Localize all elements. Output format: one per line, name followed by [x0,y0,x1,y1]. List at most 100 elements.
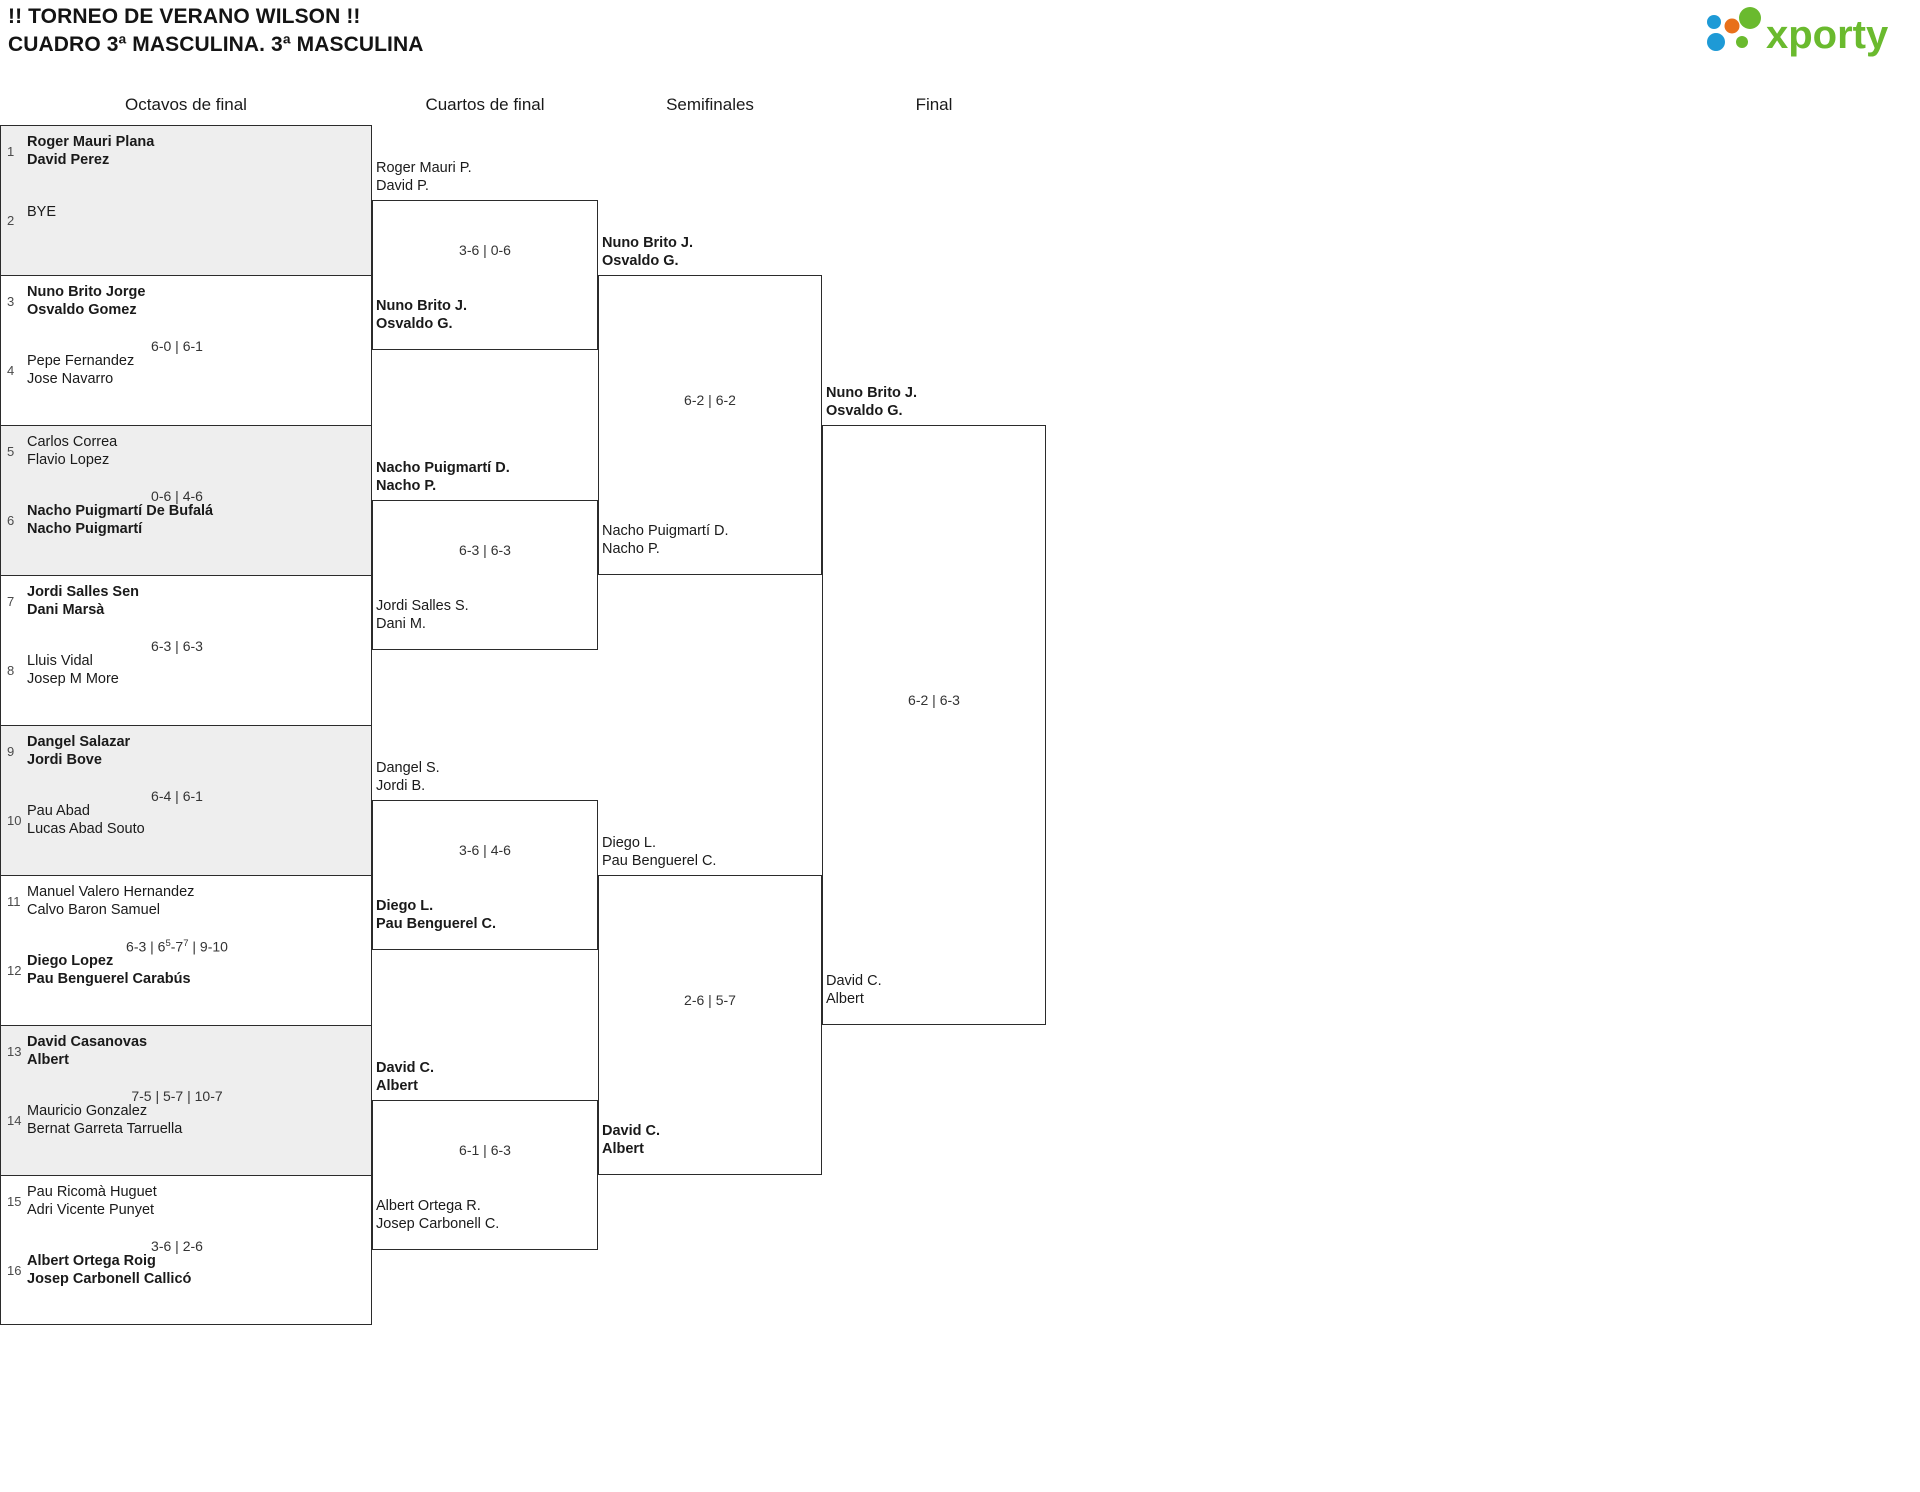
page-header: !! TORNEO DE VERANO WILSON !! CUADRO 3ª … [0,0,1920,80]
logo-dots [1707,7,1761,51]
team-line-1: Jordi Salles S. [376,598,469,614]
match-score: 6-4 | 6-1 [151,788,203,804]
qf-team-top[interactable]: Roger Mauri P.David P. [376,160,472,195]
team-line-2: Bernat Garreta Tarruella [27,1120,183,1137]
team-line-1: Nacho Puigmartí D. [602,523,729,539]
team-line-2: Josep M More [27,670,119,687]
team-line-1: Diego Lopez [27,953,114,969]
team-line-1: Mauricio Gonzalez [27,1103,148,1119]
team-line-2: Pau Benguerel C. [602,852,717,869]
team-line-1: Pepe Fernandez [27,353,135,369]
match-score: 6-3 | 6-3 [151,638,203,654]
title-line-1: !! TORNEO DE VERANO WILSON !! [8,5,361,28]
seed-number: 4 [7,363,15,378]
team-line-2: Nacho Puigmartí [27,520,143,537]
team-line-2: Pau Benguerel C. [376,915,497,932]
seed-number: 7 [7,594,15,609]
team-line-2: Jordi B. [376,777,426,794]
seed-number: 3 [7,294,15,309]
team-line-1: Nacho Puigmartí De Bufalá [27,503,214,519]
team-line-2: Dani Marsà [27,601,105,618]
team-line-1: Jordi Salles Sen [27,584,140,600]
team-line-1: Diego L. [376,898,434,914]
match-score: 6-3 | 6-3 [459,542,511,558]
xporty-logo[interactable]: xporty [1700,6,1908,58]
match-score: 7-5 | 5-7 | 10-7 [131,1088,223,1104]
seed-number: 14 [7,1113,22,1128]
team-line-2: Osvaldo G. [826,402,903,419]
qf-team-bottom[interactable]: Diego L.Pau Benguerel C. [376,898,496,933]
qf-team-top[interactable]: Dangel S.Jordi B. [376,760,440,795]
team-line-2: Pau Benguerel Carabús [27,970,191,987]
seed-number: 13 [7,1044,22,1059]
team-line-1: Lluis Vidal [27,653,93,669]
qf-team-top[interactable]: Nacho Puigmartí D.Nacho P. [376,460,510,495]
team-line-2: Osvaldo G. [602,252,679,269]
team-line-2: Albert [376,1077,418,1094]
team-line-1: Dangel S. [376,760,440,776]
team-line-2: Adri Vicente Punyet [27,1201,155,1218]
team-line-1: Roger Mauri P. [376,160,472,176]
sf-team-top[interactable]: Nuno Brito J.Osvaldo G. [602,235,693,270]
qf-team-bottom[interactable]: Albert Ortega R.Josep Carbonell C. [376,1198,499,1233]
team-line-2: Nacho P. [602,540,660,557]
seed-number: 9 [7,744,15,759]
team-line-1: David C. [826,973,882,989]
team-line-1: Nacho Puigmartí D. [376,460,510,476]
qf-team-bottom[interactable]: Nuno Brito J.Osvaldo G. [376,298,467,333]
sf-team-bottom[interactable]: Nacho Puigmartí D.Nacho P. [602,523,729,558]
seed-number: 11 [7,894,21,909]
sf-team-top[interactable]: Diego L.Pau Benguerel C. [602,835,716,870]
team-line-1: Roger Mauri Plana [27,134,155,150]
qf-team-bottom[interactable]: Jordi Salles S.Dani M. [376,598,469,633]
team-line-2: David P. [376,177,429,194]
team-line-1: Carlos Correa [27,434,118,450]
sf-team-bottom[interactable]: David C.Albert [602,1123,660,1158]
team-line-1: Albert Ortega R. [376,1198,481,1214]
match-score: 6-2 | 6-3 [908,692,960,708]
final-team-top[interactable]: Nuno Brito J.Osvaldo G. [826,385,917,420]
team-line-2: Albert [602,1140,644,1157]
tournament-title: !! TORNEO DE VERANO WILSON !! CUADRO 3ª … [8,3,424,59]
seed-number: 6 [7,513,15,528]
match-score: 3-6 | 2-6 [151,1238,203,1254]
final-match-box[interactable]: 6-2 | 6-3 [822,425,1046,1025]
round-header-cuartos: Cuartos de final [425,95,545,114]
team-line-2: Osvaldo G. [376,315,453,332]
match-score: 6-1 | 6-3 [459,1142,511,1158]
match-score: 6-3 | 65-77 | 9-10 [126,938,228,955]
team-line-2: Jose Navarro [27,370,114,387]
final-team-bottom[interactable]: David C.Albert [826,973,882,1008]
qf-team-top[interactable]: David C.Albert [376,1060,434,1095]
seed-number: 5 [7,444,15,459]
team-line-2: Dani M. [376,615,426,632]
match-score: 0-6 | 4-6 [151,488,203,504]
team-line-1: David Casanovas [27,1034,148,1050]
seed-number: 2 [7,213,15,228]
